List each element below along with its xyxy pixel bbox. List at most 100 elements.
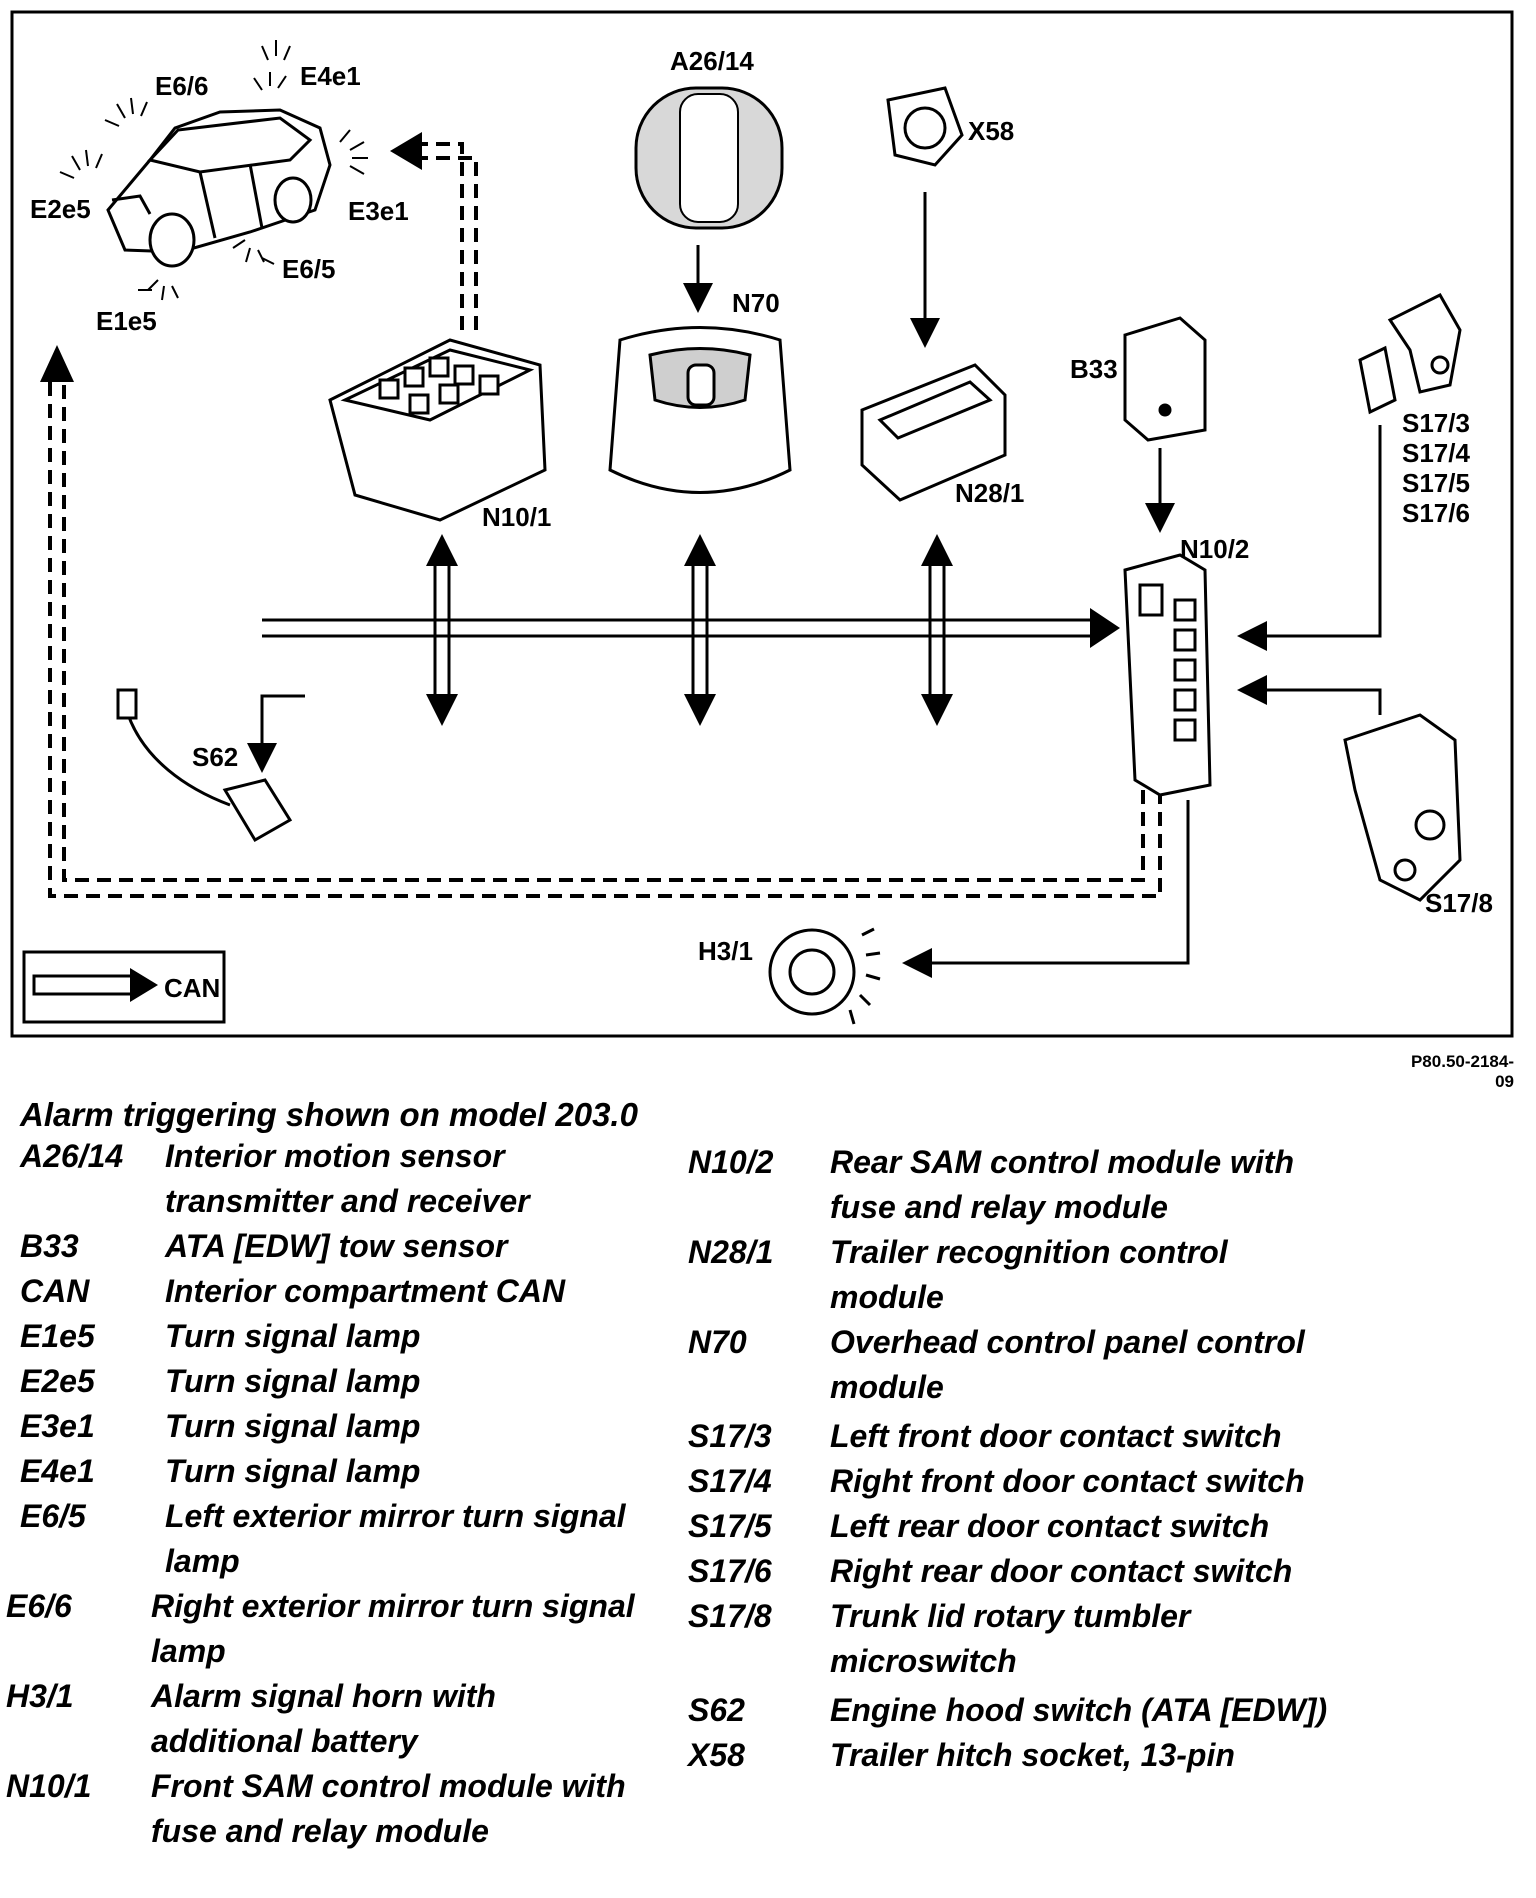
legend-item-s17-4: S17/4 Right front door contact switch [688, 1459, 1528, 1504]
legend-code: E6/5 [20, 1498, 86, 1534]
legend-code: N10/2 [688, 1144, 774, 1180]
label-e1e5: E1e5 [96, 306, 157, 336]
label-e4e1: E4e1 [300, 61, 361, 91]
legend-code: S62 [688, 1692, 745, 1728]
label-s17-8: S17/8 [1425, 888, 1493, 918]
legend-desc: Left front door contact switch [830, 1418, 1282, 1454]
x58-socket [886, 86, 964, 167]
legend-code: E3e1 [20, 1408, 95, 1444]
vehicle-illustration [106, 108, 332, 268]
legend-code: E2e5 [20, 1363, 95, 1399]
legend-desc: Trailer hitch socket, 13-pin [830, 1737, 1235, 1773]
a26-14-sensor [634, 86, 784, 230]
legend-code: B33 [20, 1228, 79, 1264]
legend-desc: Turn signal lamp [165, 1363, 421, 1399]
legend-desc: Interior compartment CAN [165, 1273, 566, 1309]
legend-desc: Engine hood switch (ATA [EDW]) [830, 1692, 1328, 1728]
label-e2e5: E2e5 [30, 194, 91, 224]
label-s17-6: S17/6 [1402, 498, 1470, 528]
legend-item-x58: X58 Trailer hitch socket, 13-pin [688, 1733, 1528, 1778]
legend-code: E1e5 [20, 1318, 95, 1354]
alarm-diagram: A26/14 X58 E6/6 E4e1 E2e5 E3e1 E6/5 E1e5… [10, 10, 1514, 1038]
legend-item-s17-5: S17/5 Left rear door contact switch [688, 1504, 1528, 1549]
label-x58: X58 [968, 116, 1014, 146]
blinker-rays [59, 40, 368, 301]
legend-code: S17/8 [688, 1598, 772, 1634]
label-can-key: CAN [164, 973, 220, 1003]
legend-code: A26/14 [20, 1138, 124, 1174]
legend-item-s62: S62 Engine hood switch (ATA [EDW]) [688, 1688, 1528, 1733]
legend-code: S17/6 [688, 1553, 772, 1589]
arrow-to-s62 [247, 694, 305, 773]
arrow-to-vehicle [390, 132, 422, 170]
arrow-n102-to-h31 [902, 800, 1190, 978]
dashed-alarm-lines [48, 142, 1162, 898]
label-n70: N70 [732, 288, 780, 318]
legend-desc: ATA [EDW] tow sensor [165, 1228, 508, 1264]
label-e6-5: E6/5 [282, 254, 336, 284]
label-n10-2: N10/2 [1180, 534, 1249, 564]
s62-hood-switch [116, 688, 293, 843]
door-contact-switches [1358, 293, 1462, 415]
reference-number: P80.50-2184-09 [1410, 1052, 1514, 1091]
legend-desc: Turn signal lamp [165, 1453, 421, 1489]
label-s17-4: S17/4 [1402, 438, 1470, 468]
label-b33: B33 [1070, 354, 1118, 384]
legend-desc: Turn signal lamp [165, 1318, 421, 1354]
legend-item-can: CAN Interior compartment CAN [20, 1269, 660, 1314]
can-bus [262, 534, 1120, 726]
arrow-s17-door-to-n102 [1237, 425, 1382, 651]
n70-overhead-panel [608, 326, 792, 494]
legend-code: S17/5 [688, 1508, 772, 1544]
b33-tow-sensor [1123, 316, 1207, 442]
arrow-to-turn-lamps [40, 345, 74, 382]
arrow-s17-8-to-n102 [1237, 675, 1382, 715]
legend-item-s17-6: S17/6 Right rear door contact switch [688, 1549, 1528, 1594]
n10-1-front-sam [328, 338, 547, 522]
legend-code: CAN [20, 1273, 90, 1309]
legend-code: N28/1 [688, 1234, 774, 1270]
legend-title: Alarm triggering shown on model 203.0 [20, 1096, 638, 1133]
label-s62: S62 [192, 742, 238, 772]
label-n10-1: N10/1 [482, 502, 551, 532]
legend-code: N10/1 [6, 1768, 92, 1804]
legend-item-e2e5: E2e5 Turn signal lamp [20, 1359, 660, 1404]
n10-2-rear-sam [1123, 553, 1212, 797]
s17-8-trunk-switch [1343, 713, 1462, 902]
legend-desc: Right rear door contact switch [830, 1553, 1293, 1589]
label-e6-6: E6/6 [155, 71, 209, 101]
label-e3e1: E3e1 [348, 196, 409, 226]
legend-code: H3/1 [6, 1678, 74, 1714]
legend-code: E4e1 [20, 1453, 95, 1489]
legend-desc: Turn signal lamp [165, 1408, 421, 1444]
label-s17-5: S17/5 [1402, 468, 1470, 498]
legend-desc: Left rear door contact switch [830, 1508, 1270, 1544]
legend-item-e1e5: E1e5 Turn signal lamp [20, 1314, 660, 1359]
legend-code: X58 [688, 1737, 745, 1773]
legend-item-e3e1: E3e1 Turn signal lamp [20, 1404, 660, 1449]
legend-code: S17/4 [688, 1463, 772, 1499]
legend-code: N70 [688, 1324, 747, 1360]
legend-code: S17/3 [688, 1418, 772, 1454]
legend-desc: Right front door contact switch [830, 1463, 1305, 1499]
legend-item-b33: B33 ATA [EDW] tow sensor [20, 1224, 660, 1269]
legend-code: E6/6 [6, 1588, 72, 1624]
can-key-box [22, 950, 226, 1024]
